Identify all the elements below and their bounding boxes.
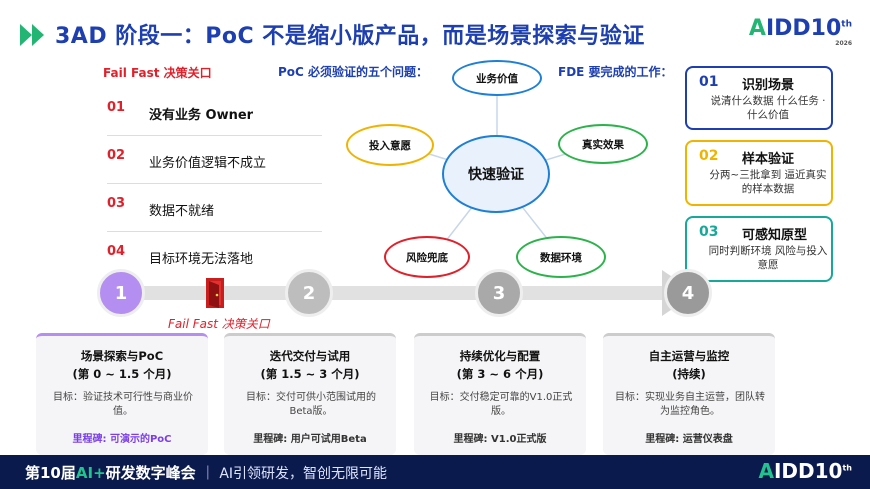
footer-bar: [0, 455, 870, 489]
fail-fast-title: Fail Fast 决策关口: [103, 66, 212, 80]
phase-title: 迭代交付与试用: [269, 349, 351, 363]
card-number: 02: [699, 148, 719, 164]
play-icon: [20, 24, 44, 46]
card-description: 分两~三批拿到 逼近真实的样本数据: [709, 169, 827, 196]
reason-label: 没有业务 Owner: [149, 108, 254, 123]
question-risk-backstop: 风险兜底: [384, 236, 470, 278]
reason-number: 03: [107, 196, 126, 211]
phase-duration: (持续): [672, 367, 706, 381]
question-data-environment: 数据环境: [516, 236, 606, 278]
card-title: 识别场景: [742, 78, 795, 93]
timeline-step-2: 2: [285, 269, 333, 317]
timeline-step-1: 1: [97, 269, 145, 317]
phase-card-2: 迭代交付与试用 (第 1.5 ~ 3 个月) 目标：交付可供小范围试用的Beta…: [224, 333, 396, 455]
phase-goal: 目标：交付稳定可靠的V1.0正式版。: [429, 392, 573, 417]
question-business-value: 业务价值: [452, 60, 542, 96]
timeline-step-4: 4: [664, 269, 712, 317]
phase-card-3: 持续优化与配置 (第 3 ~ 6 个月) 目标：交付稳定可靠的V1.0正式版。 …: [414, 333, 586, 455]
footer-aidd-logo: AIDD10th: [758, 459, 852, 483]
card-number: 01: [699, 74, 719, 90]
card-description: 同时判断环境 风险与投入意愿: [708, 245, 828, 272]
phase-title: 场景探索与PoC: [80, 349, 164, 363]
poc-questions-title: PoC 必须验证的五个问题：: [278, 65, 429, 79]
phase-duration: (第 0 ~ 1.5 个月): [72, 367, 172, 381]
card-number: 03: [699, 224, 719, 240]
aidd-logo: AIDD10th 2026: [748, 16, 852, 47]
card-title: 样本验证: [742, 152, 795, 167]
fde-card-identify-scenario: 01 识别场景 说清什么数据 什么任务 · 什么价值: [685, 66, 833, 130]
fail-reason-item: 01 没有业务 Owner: [107, 94, 322, 136]
fail-reason-item: 02 业务价值逻辑不成立: [107, 142, 322, 184]
phase-duration: (第 3 ~ 6 个月): [456, 367, 544, 381]
phase-milestone: 里程碑: 可演示的PoC: [72, 434, 172, 445]
phase-card-1: 场景探索与PoC (第 0 ~ 1.5 个月) 目标：验证技术可行性与商业价值。…: [36, 333, 208, 455]
center-quick-validation: 快速验证: [442, 135, 550, 213]
phase-goal: 目标：交付可供小范围试用的Beta版。: [246, 392, 376, 417]
question-investment-willingness: 投入意愿: [346, 124, 434, 166]
fde-work-title: FDE 要完成的工作：: [558, 65, 673, 79]
phase-card-4: 自主运营与监控 (持续) 目标：实现业务自主运营，团队转为监控角色。 里程碑: …: [603, 333, 775, 455]
exit-door-icon: [206, 278, 224, 308]
phase-milestone: 里程碑: 用户可试用Beta: [253, 434, 367, 445]
phase-duration: (第 1.5 ~ 3 个月): [260, 367, 360, 381]
phase-title: 持续优化与配置: [459, 349, 541, 363]
fde-card-sample-validation: 02 样本验证 分两~三批拿到 逼近真实的样本数据: [685, 140, 833, 206]
phase-goal: 目标：实现业务自主运营，团队转为监控角色。: [615, 392, 765, 417]
reason-number: 04: [107, 244, 126, 259]
question-real-effect: 真实效果: [558, 124, 648, 164]
page-title: 3AD 阶段一：PoC 不是缩小版产品，而是场景探索与验证: [55, 24, 645, 49]
fail-reason-item: 03 数据不就绪: [107, 190, 322, 232]
fail-reason-item: 04 目标环境无法落地: [107, 238, 322, 280]
fail-fast-gate-label: Fail Fast 决策关口: [168, 317, 270, 331]
phase-milestone: 里程碑: V1.0正式版: [453, 434, 547, 445]
timeline-step-3: 3: [475, 269, 523, 317]
card-description: 说清什么数据 什么任务 · 什么价值: [710, 95, 826, 122]
phase-title: 自主运营与监控: [648, 349, 730, 363]
card-title: 可感知原型: [742, 228, 808, 243]
reason-label: 业务价值逻辑不成立: [149, 156, 267, 171]
footer-event-name: 第10届AI+研发数字峰会 ｜ AI引领研发，智创无限可能: [25, 464, 388, 482]
footer-slogan: ｜ AI引领研发，智创无限可能: [200, 466, 388, 482]
reason-label: 目标环境无法落地: [149, 252, 254, 267]
timeline-track: [120, 286, 688, 300]
phase-goal: 目标：验证技术可行性与商业价值。: [53, 392, 193, 417]
reason-number: 02: [107, 148, 126, 163]
reason-number: 01: [107, 100, 126, 115]
reason-label: 数据不就绪: [149, 204, 215, 219]
fde-card-perceivable-prototype: 03 可感知原型 同时判断环境 风险与投入意愿: [685, 216, 833, 282]
phase-milestone: 里程碑: 运营仪表盘: [645, 434, 733, 445]
